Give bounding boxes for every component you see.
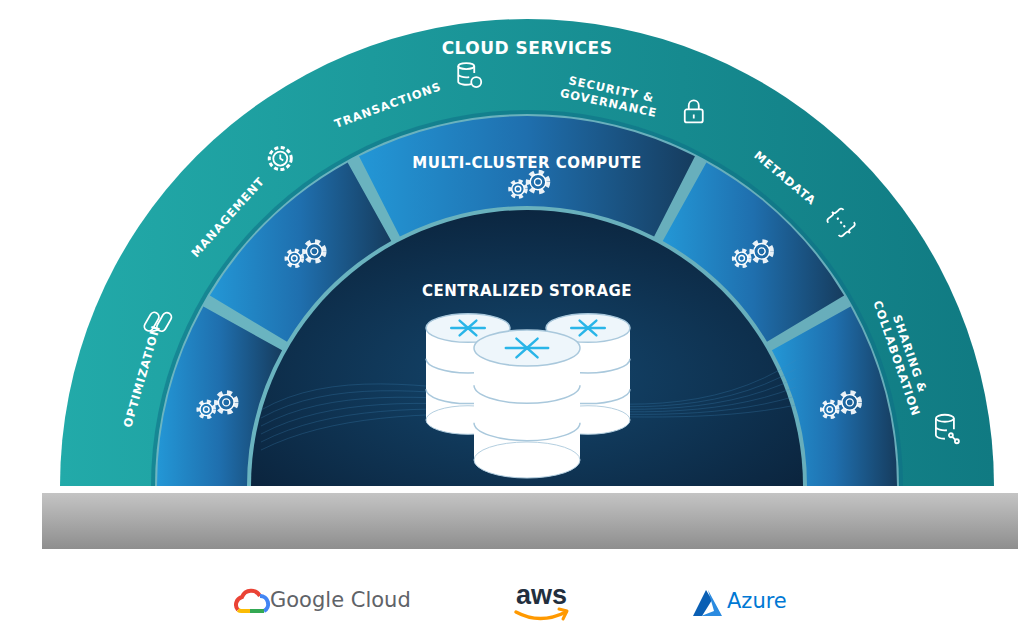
band-shadow <box>151 110 903 486</box>
google-cloud-icon <box>236 591 268 611</box>
storage-core: CENTRALIZED STORAGE <box>251 210 803 486</box>
gear-icon <box>752 241 772 261</box>
management-icon <box>269 148 291 170</box>
azure-icon <box>693 590 722 616</box>
gear-icon <box>304 241 324 261</box>
sharing-icon <box>936 415 959 444</box>
gear-icon <box>528 172 548 192</box>
cloud-provider-logo: aws <box>516 580 567 611</box>
gear-icon <box>822 401 838 417</box>
band-title: MULTI-CLUSTER COMPUTE <box>412 154 641 172</box>
gear-icon <box>286 250 302 266</box>
metadata-icon <box>824 205 857 239</box>
gear-icon <box>840 392 860 412</box>
aws-smile-arrow <box>516 609 567 619</box>
gear-icon <box>510 181 526 197</box>
band-outline <box>251 210 803 486</box>
cloud-provider-logo: Azure <box>727 589 787 613</box>
compute-band: MULTI-CLUSTER COMPUTE CENTRALIZED STORAGE <box>155 114 899 486</box>
band-title: CENTRALIZED STORAGE <box>422 282 632 300</box>
gear-icon <box>216 392 236 412</box>
transactions-icon <box>458 63 481 87</box>
storage-shape <box>251 210 803 486</box>
cloud-band-shape <box>60 19 994 486</box>
base-bar <box>42 493 1018 549</box>
cloud-provider-logo: Google Cloud <box>270 588 411 612</box>
database-cylinder <box>474 330 580 478</box>
lock-icon <box>685 100 703 122</box>
band-title: CLOUD SERVICES <box>442 38 613 58</box>
gear-icon <box>198 401 214 417</box>
gear-icon <box>734 250 750 266</box>
